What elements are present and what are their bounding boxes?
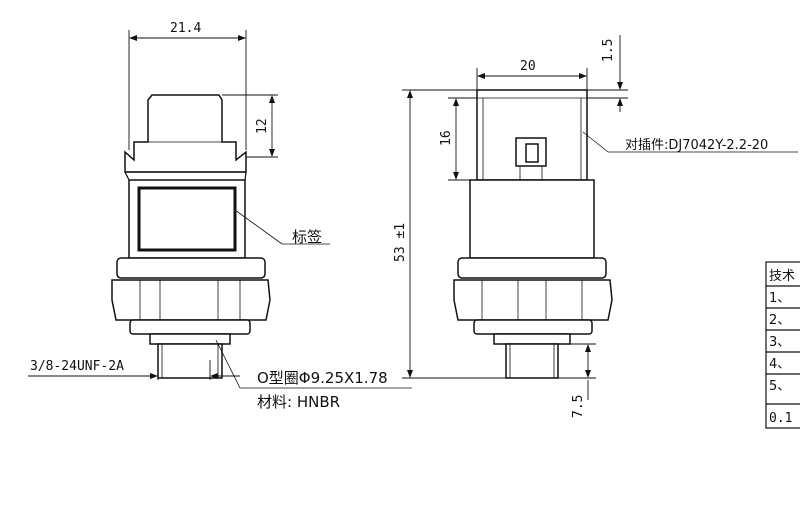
material-text: 材料: HNBR	[257, 393, 340, 411]
connector-callout: 对插件:DJ7042Y-2.2-20	[582, 131, 798, 153]
dim-thread-len: 7.5	[558, 343, 596, 418]
thread-spec: 3/8-24UNF-2A	[28, 359, 240, 380]
table-footer: 0.1	[769, 411, 792, 426]
oring-text: O型圈Φ9.25X1.78	[257, 369, 388, 387]
table-row-4: 4、	[769, 357, 790, 372]
table-row-3: 3、	[769, 335, 790, 350]
dim-width-top: 21.4	[128, 21, 247, 150]
oring-callout: O型圈Φ9.25X1.78 材料: HNBR	[215, 339, 412, 411]
svg-text:7.5: 7.5	[571, 395, 586, 418]
svg-text:3/8-24UNF-2A: 3/8-24UNF-2A	[30, 359, 124, 374]
svg-text:21.4: 21.4	[170, 21, 201, 36]
svg-text:12: 12	[255, 118, 270, 134]
dim-height-16: 16	[439, 97, 477, 181]
svg-text:53 ±1: 53 ±1	[393, 223, 408, 262]
front-view	[111, 94, 271, 379]
dim-gap-top: 1.5	[587, 35, 628, 112]
dim-height-connector: 12	[222, 94, 278, 158]
table-row-1: 1、	[769, 291, 790, 306]
table-row-5: 5、	[769, 379, 790, 394]
label-callout: 标签	[233, 208, 330, 246]
dim-width-side: 20	[476, 59, 588, 90]
svg-text:20: 20	[520, 59, 536, 74]
table-row-2: 2、	[769, 313, 790, 328]
tech-table: 技术 1、 2、 3、 4、 5、 0.1	[765, 261, 800, 429]
side-view	[453, 89, 613, 379]
table-header: 技术	[769, 269, 795, 284]
dim-total-height: 53 ±1	[393, 89, 506, 379]
connector-text: 对插件:DJ7042Y-2.2-20	[625, 138, 768, 153]
svg-text:1.5: 1.5	[601, 39, 616, 62]
label-text: 标签	[292, 228, 322, 246]
svg-text:16: 16	[439, 130, 454, 146]
